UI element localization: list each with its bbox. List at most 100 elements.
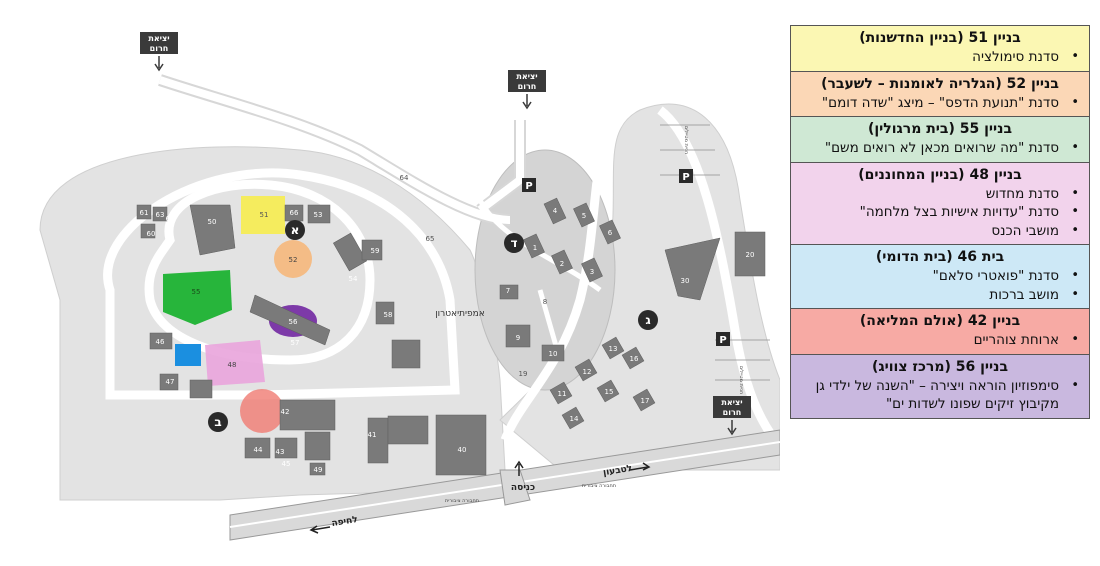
legend-box-b56: בניין 56 (מרכז צוויג) סימפוזיון הוראה וי…: [790, 354, 1090, 419]
svg-text:11: 11: [558, 390, 567, 398]
svg-text:44: 44: [254, 446, 263, 454]
svg-text:65: 65: [426, 235, 435, 243]
zone-b48: [205, 340, 265, 386]
svg-text:51: 51: [260, 211, 269, 219]
to-tivon-label: לטבעון: [602, 464, 632, 478]
svg-text:חרום: חרום: [518, 82, 537, 91]
legend-title-b48: בניין 48 (בניין המחוננים): [858, 166, 1022, 183]
svg-text:P: P: [719, 335, 726, 346]
svg-text:8: 8: [543, 298, 547, 306]
svg-text:14: 14: [570, 415, 579, 423]
legend-list-b48: סדנת מחדוש סדנת "עדויות אישיות בצל מלחמה…: [799, 185, 1081, 241]
parking-lot-label-2: חניית מטיילים: [738, 366, 744, 395]
parking-signs: P P P: [522, 169, 730, 346]
north-road-edge: [158, 76, 524, 224]
legend-title-b52: בניין 52 (הגלריה לאומנות – לשעבר): [821, 75, 1059, 92]
to-haifa-label: לחיפה: [331, 515, 359, 529]
svg-text:49: 49: [314, 466, 323, 474]
ring-road-inner: [144, 179, 375, 365]
svg-text:53: 53: [314, 211, 323, 219]
svg-text:55: 55: [192, 288, 201, 296]
legend-title-b56: בניין 56 (מרכז צוויג): [871, 358, 1009, 375]
svg-text:17: 17: [641, 397, 650, 405]
entrance-road: [499, 469, 531, 506]
list-item: סדנת "עדויות אישיות בצל מלחמה": [799, 203, 1079, 222]
zone-b51: [241, 196, 285, 234]
legend-title-b55: בניין 55 (בית מרגולין): [867, 121, 1013, 137]
list-item: סדנת "מה שרואים מכאן לא רואים משם": [799, 139, 1079, 158]
svg-text:ד: ד: [510, 236, 517, 250]
svg-text:חרום: חרום: [150, 44, 169, 53]
zone-b55: [163, 270, 232, 325]
svg-text:47: 47: [166, 378, 175, 386]
svg-text:6: 6: [608, 229, 613, 237]
svg-text:3: 3: [590, 268, 594, 276]
svg-text:2: 2: [560, 260, 564, 268]
ring-road-outer: [103, 168, 460, 400]
legend-box-b46: בית 46 (בית הדומי) סדנת "פואטרי סלאם" מו…: [790, 245, 1090, 309]
parking-lot-label: חניית מטיילים: [683, 126, 689, 155]
legend-title-b51: בניין 51 (בניין החדשנות): [859, 30, 1021, 46]
to-haifa-arrow-icon: [309, 525, 331, 534]
legend-list-b55: סדנת "מה שרואים מכאן לא רואים משם": [799, 139, 1081, 158]
svg-text:13: 13: [609, 345, 618, 353]
svg-text:45: 45: [282, 460, 291, 468]
svg-text:52: 52: [289, 256, 298, 264]
svg-text:א: א: [291, 223, 300, 237]
legend-list-b46: סדנת "פואטרי סלאם" מושב ברכות: [799, 267, 1081, 304]
legend: בניין 51 (בניין החדשנות) סדנת סימולציה ב…: [790, 25, 1090, 419]
svg-text:48: 48: [228, 361, 237, 369]
svg-text:64: 64: [400, 174, 409, 182]
svg-text:ב: ב: [214, 415, 221, 429]
svg-text:42: 42: [281, 408, 290, 416]
list-item: מושבי הכנס: [799, 222, 1079, 241]
svg-text:19: 19: [519, 370, 528, 378]
list-item: ארוחת צוהריים: [799, 331, 1079, 350]
svg-text:61: 61: [140, 209, 149, 217]
svg-text:60: 60: [147, 230, 156, 238]
campus-map: 61 62 63 60 50 51 66 53 52 59 54 55 56 5…: [39, 32, 780, 541]
list-item: סדנת סימולציה: [799, 48, 1079, 67]
list-item: סדנת מחדוש: [799, 185, 1079, 204]
amphitheater-label: אמפיתיאטרון: [435, 309, 485, 319]
svg-text:59: 59: [371, 247, 380, 255]
legend-box-b48: בניין 48 (בניין המחוננים) סדנת מחדוש סדנ…: [790, 162, 1090, 245]
list-item: מושב ברכות: [799, 286, 1079, 305]
entrance-arrow-icon: [514, 460, 524, 476]
legend-box-b51: בניין 51 (בניין החדשנות) סדנת סימולציה: [790, 25, 1090, 72]
svg-text:56: 56: [289, 318, 298, 326]
legend-title-b46: בית 46 (בית הדומי): [875, 249, 1005, 265]
svg-text:62: 62: [166, 215, 175, 223]
svg-text:1: 1: [533, 244, 537, 252]
zone-b42: [240, 389, 284, 433]
svg-text:10: 10: [549, 350, 558, 358]
legend-box-b52: בניין 52 (הגלריה לאומנות – לשעבר) סדנת "…: [790, 71, 1090, 117]
svg-text:12: 12: [583, 368, 592, 376]
svg-text:30: 30: [681, 277, 690, 285]
building-footprints: [136, 197, 766, 476]
svg-text:63: 63: [156, 211, 165, 219]
list-item: סדנת "תנועת הדפס" – מיצג "שדה דומם": [799, 94, 1079, 113]
svg-text:58: 58: [384, 311, 393, 319]
zone-b46: [175, 344, 201, 366]
svg-text:חרום: חרום: [723, 408, 742, 417]
legend-box-b42: בניין 42 (אולם המליאה) ארוחת צוהריים: [790, 309, 1090, 355]
svg-text:43: 43: [276, 448, 285, 456]
svg-text:40: 40: [458, 446, 467, 454]
svg-text:P: P: [525, 181, 532, 192]
legend-list-b42: ארוחת צוהריים: [799, 331, 1081, 350]
svg-text:9: 9: [516, 334, 520, 342]
svg-text:יציאת: יציאת: [516, 72, 537, 81]
zone-b52: [274, 240, 312, 278]
legend-list-b52: סדנת "תנועת הדפס" – מיצג "שדה דומם": [799, 94, 1081, 113]
legend-list-b56: סימפוזיון הוראה ויצירה – "השנה של ילדי ג…: [799, 377, 1081, 414]
svg-text:20: 20: [746, 251, 755, 259]
legend-title-b42: בניין 42 (אולם המליאה): [859, 313, 1021, 329]
svg-text:ג: ג: [645, 313, 651, 327]
emergency-exit-signs: יציאת חרום יציאת חרום יציאת חרום: [140, 32, 751, 436]
svg-text:16: 16: [630, 355, 639, 363]
building-labels: 61 62 63 60 50 51 66 53 52 59 54 55 56 5…: [140, 174, 755, 474]
svg-text:54: 54: [349, 275, 358, 283]
legend-list-b51: סדנת סימולציה: [799, 48, 1081, 67]
to-tivon-arrow-icon: [629, 462, 651, 471]
